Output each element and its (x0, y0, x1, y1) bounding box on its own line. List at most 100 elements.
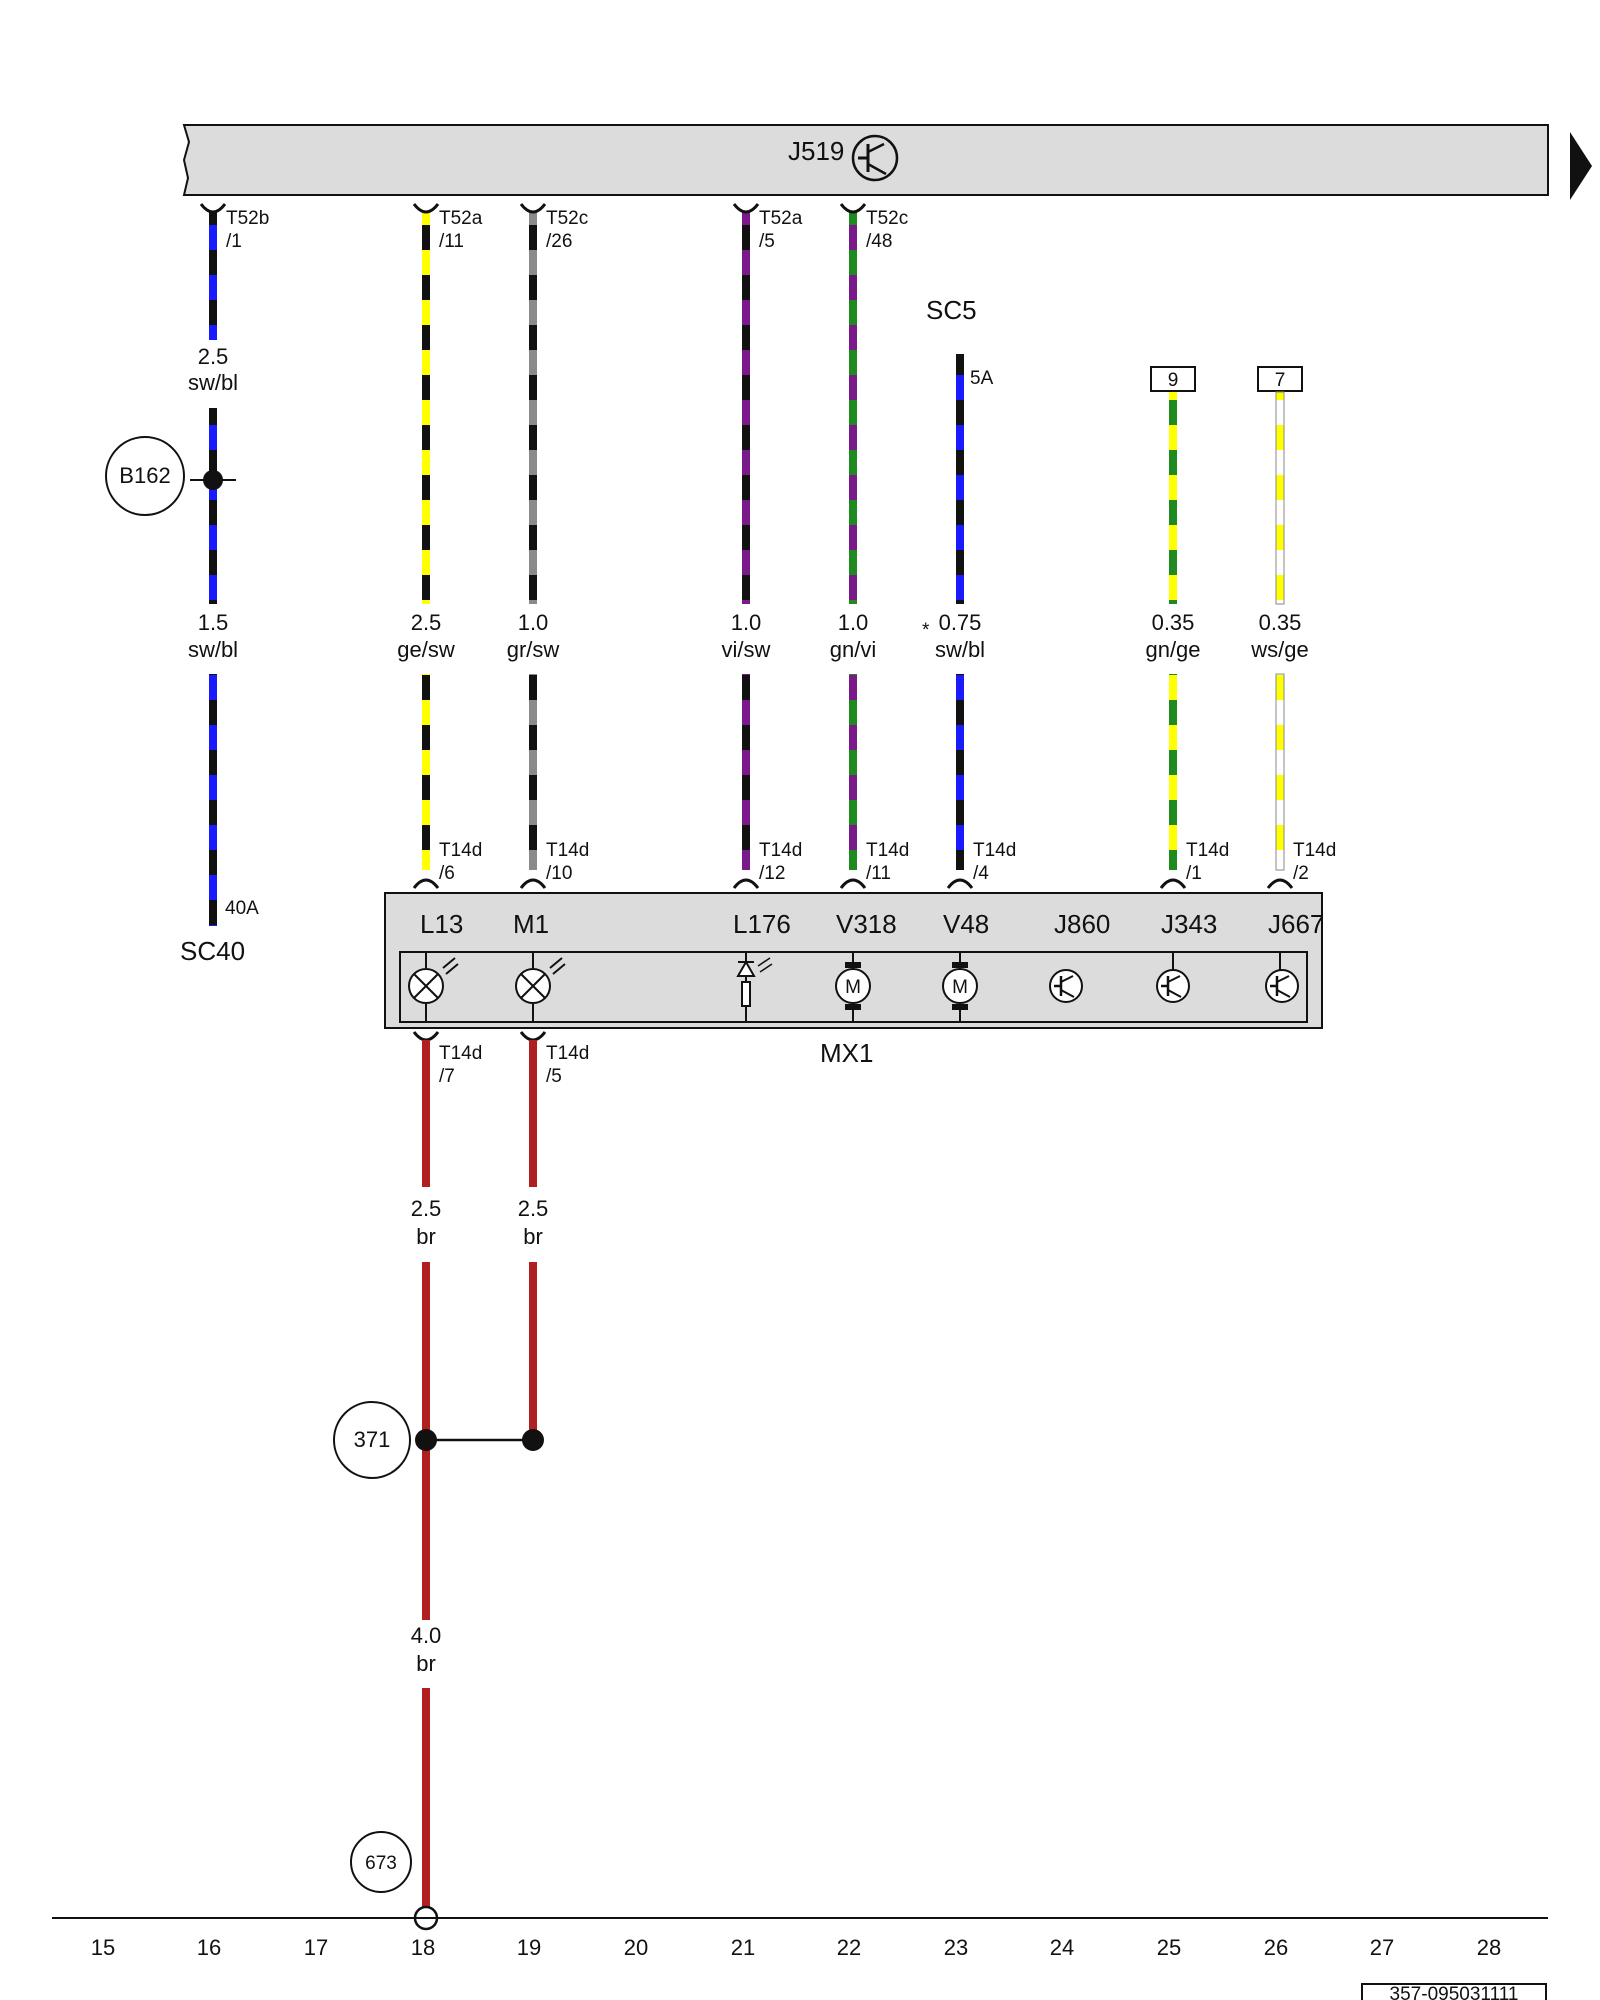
wire-size: 4.0 (411, 1623, 442, 1648)
lower-pin-number: /1 (1186, 863, 1202, 884)
lower-pin-label: T14d (1293, 840, 1336, 861)
component-label: L176 (733, 909, 791, 939)
wire-color: gn/ge (1145, 637, 1200, 662)
wire-segment (422, 212, 430, 604)
component-label: J343 (1161, 909, 1217, 939)
wire-color: ws/ge (1250, 637, 1308, 662)
svg-text:M: M (845, 977, 861, 998)
ground-wires: T14d /7 2.5 br T14d /5 2.5 br 371 4.0 br… (333, 1031, 589, 1931)
reference-number: 9 (1168, 370, 1179, 391)
svg-text:M: M (952, 977, 968, 998)
lower-pin-number: /2 (1293, 863, 1309, 884)
upper-pin-number: /48 (866, 231, 892, 252)
wire-color: br (416, 1651, 436, 1676)
wire-segment (422, 674, 430, 870)
wire-segment (956, 674, 964, 870)
component-l13: L13 (408, 909, 463, 1022)
connector-pin-icon (1266, 878, 1294, 889)
axis-number: 19 (517, 1935, 541, 1960)
lower-pin-label: T14d (546, 1043, 589, 1064)
wire-color: sw/bl (188, 370, 238, 395)
axis-number: 16 (197, 1935, 221, 1960)
connector-pin-icon (732, 203, 760, 214)
connector-pin-icon (519, 1031, 547, 1042)
control-unit-icon (1156, 969, 1190, 1003)
lower-pin-label: T14d (759, 840, 802, 861)
connector-pin-icon (412, 1031, 440, 1042)
wire-3: T52c /26 1.0 gr/sw T14d /10 (507, 203, 589, 889)
wire-size: 0.35 (1259, 610, 1302, 635)
connector-pin-icon (732, 878, 760, 889)
axis-number: 20 (624, 1935, 648, 1960)
component-m1: M1 (513, 909, 566, 1022)
axis-number: 15 (91, 1935, 115, 1960)
component-label: V318 (836, 909, 897, 939)
junction-371: 371 (333, 1401, 411, 1479)
lower-pin-label: T14d (973, 840, 1016, 861)
lower-pin-label: T14d (1186, 840, 1229, 861)
reference-number: 7 (1275, 370, 1286, 391)
wire-5: T52c /48 1.0 gn/vi T14d /11 (830, 203, 909, 889)
wire-segment (529, 1040, 537, 1187)
connector-pin-icon (519, 203, 547, 214)
wire-size: 2.5 (411, 1196, 442, 1221)
wire-size: 0.75 (939, 610, 982, 635)
connector-pin-icon (519, 878, 547, 889)
upper-pin-label: T52a (439, 208, 483, 229)
upper-pin-number: /5 (759, 231, 775, 252)
upper-pin-number: /1 (226, 231, 242, 252)
axis: 15 16 17 18 19 20 21 22 23 24 25 26 27 2… (91, 1935, 1501, 1960)
upper-pin-label: T52b (226, 208, 269, 229)
control-unit-label: J519 (788, 136, 844, 166)
connector-pin-icon (412, 878, 440, 889)
lower-pin-number: /12 (759, 863, 785, 884)
wire-segment (529, 212, 537, 604)
junction-dot (415, 1429, 437, 1451)
wire-color: gn/vi (830, 637, 876, 662)
component-j860: J860 (1049, 909, 1110, 1003)
lower-pin-number: /4 (973, 863, 989, 884)
wire-color: br (416, 1224, 436, 1249)
drawing-number: 357-095031111 (1361, 1983, 1547, 2000)
axis-number: 21 (731, 1935, 755, 1960)
wire-segment (209, 212, 217, 340)
upper-pin-number: /26 (546, 231, 572, 252)
connector-pin-icon (839, 878, 867, 889)
wire-segment (529, 1262, 537, 1440)
fuse-rating: 5A (970, 368, 994, 389)
wire-segment (849, 212, 857, 604)
wire-segment (422, 1040, 430, 1187)
connector-pin-icon (199, 203, 227, 214)
wire-color: sw/bl (188, 637, 238, 662)
lower-pin-number: /7 (439, 1066, 455, 1087)
wire-8: 7 0.35 ws/ge T14d /2 (1250, 366, 1336, 889)
connector-pin-icon (946, 878, 974, 889)
wire-4: T52a /5 1.0 vi/sw T14d /12 (722, 203, 803, 889)
component-v48: V48 M (942, 909, 989, 1022)
connector-pin-icon (412, 203, 440, 214)
junction-dot (522, 1429, 544, 1451)
component-label: M1 (513, 909, 549, 939)
module-label: MX1 (820, 1038, 873, 1068)
axis-number: 24 (1050, 1935, 1074, 1960)
wire-size: 1.0 (731, 610, 762, 635)
module-mx1: MX1 L13 M1 (384, 892, 1324, 1068)
wire-segment (1169, 392, 1177, 604)
wire-segment (956, 354, 964, 604)
wire-size: 1.5 (198, 610, 229, 635)
wire-segment (209, 408, 217, 604)
wire-segment (1275, 391, 1285, 605)
wire-segment (1275, 673, 1285, 871)
wire-color: sw/bl (935, 637, 985, 662)
wire-color: vi/sw (722, 637, 771, 662)
component-label: J667 (1268, 909, 1324, 939)
wire-size: 1.0 (838, 610, 869, 635)
axis-number: 25 (1157, 1935, 1181, 1960)
connector-pin-icon (839, 203, 867, 214)
wire-size: 0.35 (1152, 610, 1195, 635)
wire-segment (422, 1688, 430, 1918)
lower-pin-number: /10 (546, 863, 572, 884)
component-label: J860 (1054, 909, 1110, 939)
wire-1: T52b /1 2.5 sw/bl 1.5 sw/bl (188, 203, 269, 926)
